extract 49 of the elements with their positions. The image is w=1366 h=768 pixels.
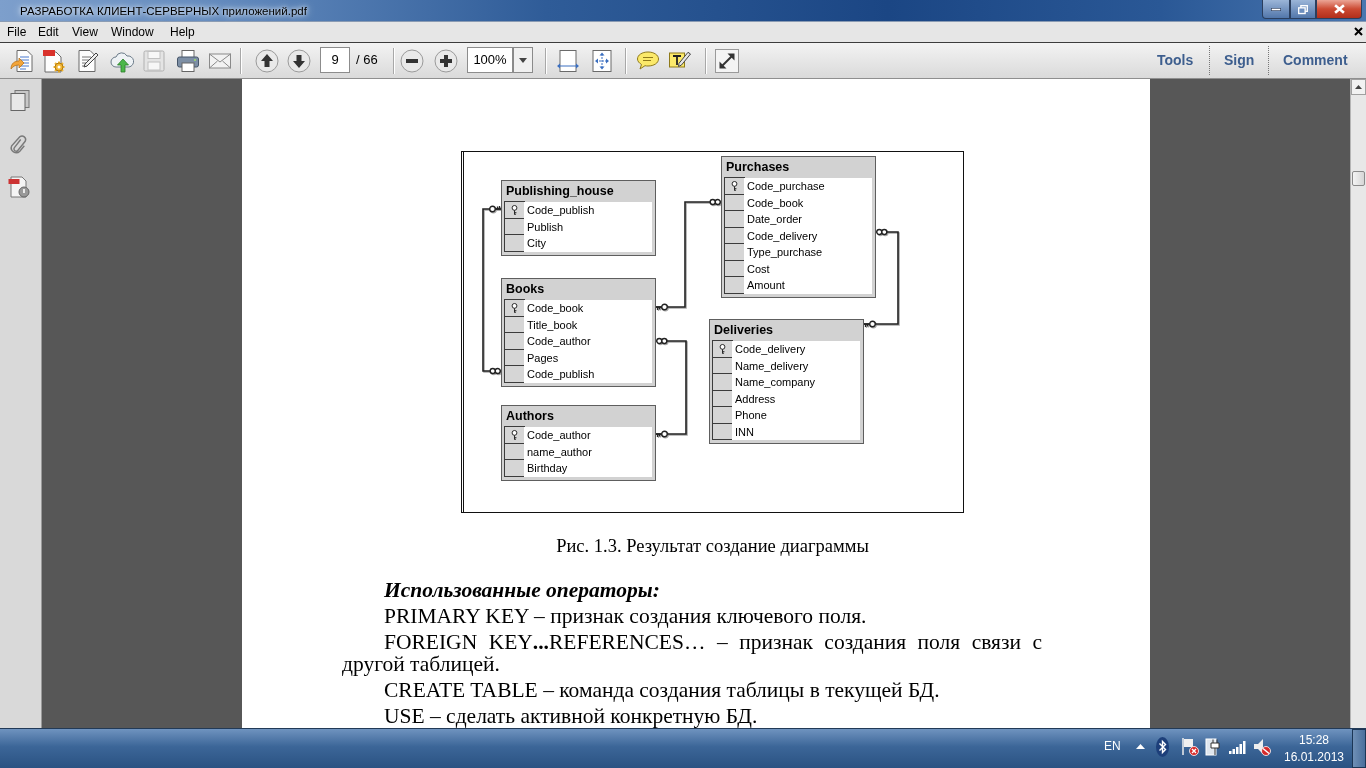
relationship-line [655,337,687,438]
clock-time: 15:28 [1298,733,1330,747]
figure-caption: Рис. 1.3. Результат создание диаграммы [555,536,870,556]
column-name: Code_publish [524,202,652,219]
column-name: Birthday [524,460,652,477]
paragraph: CREATE TABLE – команда создания таблицы в текущей БД. [383,679,941,701]
menu-item: Help [170,24,195,40]
panel-link: Comment [1283,51,1348,69]
column-name: Code_author [524,333,652,350]
column-name: Date_order [744,211,872,228]
menu-item: Window [111,24,154,40]
table-name: Publishing_house [506,183,614,200]
section-heading: Использованные операторы: [383,579,661,601]
column-name: Name_company [732,374,860,391]
table-name: Books [506,281,545,298]
column-name: Phone [732,407,860,424]
column-name: City [524,235,652,252]
table-box [709,319,864,444]
menu-item: Edit [38,24,59,40]
zoom-field: 100% [467,47,513,73]
column-name: Code_publish [524,366,652,383]
table-name: Purchases [726,159,790,176]
paragraph: FOREIGN KEY...REFERENCES… – признак создания поля связи с другой таблицей. [342,631,1042,675]
relationship-line [863,228,899,328]
page-count: / 66 [356,52,378,68]
window-title: РАЗРАБОТКА КЛИЕНТ-СЕРВЕРНЫХ приложений.pdf [20,4,307,19]
relationship-line [655,198,722,311]
language-indicator: EN [1104,739,1121,753]
page-number-field: 9 [320,47,350,73]
table-name: Deliveries [714,322,774,339]
table-box [501,180,656,256]
menu-item: File [7,24,27,40]
column-name: Code_purchase [744,178,872,195]
panel-link: Tools [1157,51,1194,69]
column-name: Code_delivery [732,341,860,358]
paragraph: USE – сделать активной конкретную БД. [383,705,759,727]
column-name: Type_purchase [744,244,872,261]
column-name: Code_book [524,300,652,317]
table-box [501,405,656,481]
menu-item: View [72,24,98,40]
column-name: Amount [744,277,872,294]
panel-link: Sign [1224,51,1255,69]
paragraph: PRIMARY KEY – признак создания ключевого поля. [383,605,868,627]
column-name: Code_author [524,427,652,444]
clock-date: 16.01.2013 [1282,750,1346,764]
relationship-line [482,205,502,375]
table-box [501,278,656,387]
table-name: Authors [506,408,554,425]
table-box [721,156,876,298]
